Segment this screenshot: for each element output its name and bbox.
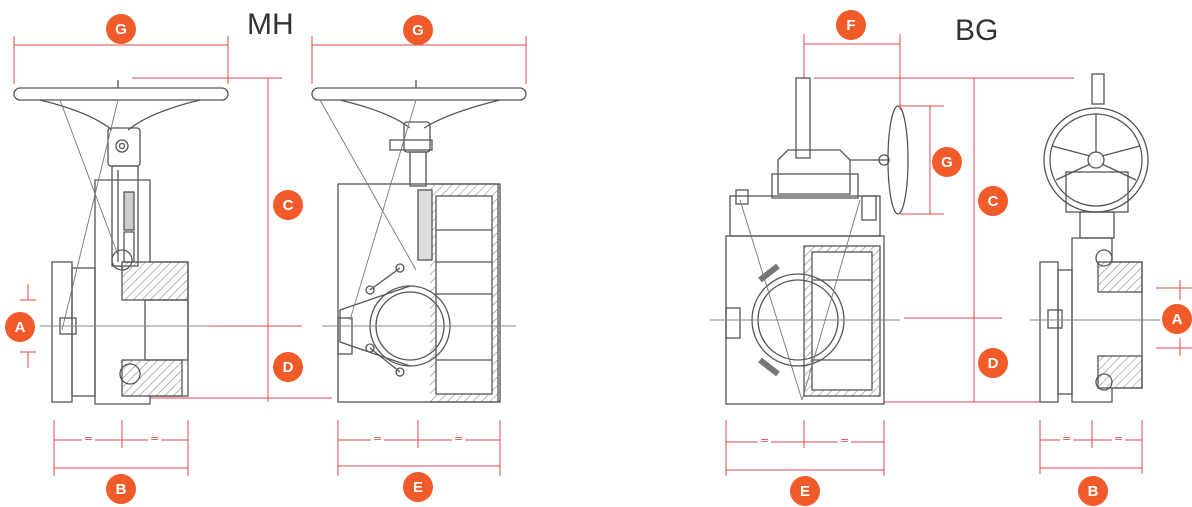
dimension-badge-e-bg: E [790,476,820,506]
equal-mark: = [1112,432,1126,445]
equal-mark: = [148,432,162,445]
dimension-badge-g-bg: G [932,147,962,177]
dimension-lines [13,34,1192,476]
bg-front-view [725,77,909,405]
dimension-badge-d-mh: D [273,352,303,382]
dimension-badge-f-bg: F [836,10,866,40]
equal-mark: = [82,432,96,445]
dimension-badge-b-mh: B [106,474,136,504]
equal-mark: = [838,434,852,447]
dimension-badge-g-mh-side: G [403,15,433,45]
equal-mark: = [1060,432,1074,445]
equal-mark: = [371,432,385,445]
dimension-badge-a-mh: A [5,312,35,342]
equal-mark: = [452,432,466,445]
mh-side-view [311,80,527,403]
dimension-badge-c-mh: C [273,190,303,220]
dimension-badge-e-mh: E [403,472,433,502]
dimension-badge-c-bg: C [978,186,1008,216]
dimension-badge-g-mh-front: G [106,14,136,44]
dimension-badge-a-bg: A [1162,304,1192,334]
bg-side-view [1039,73,1149,403]
mh-front-handwheel [13,87,229,101]
bg-title: BG [955,14,999,47]
mh-side-handwheel [311,87,527,101]
dimension-badge-b-bg: B [1078,476,1108,506]
dimension-badge-d-bg: D [978,348,1008,378]
mh-front-view [13,80,229,405]
equal-mark: = [758,434,772,447]
mh-title: MH [247,8,294,41]
